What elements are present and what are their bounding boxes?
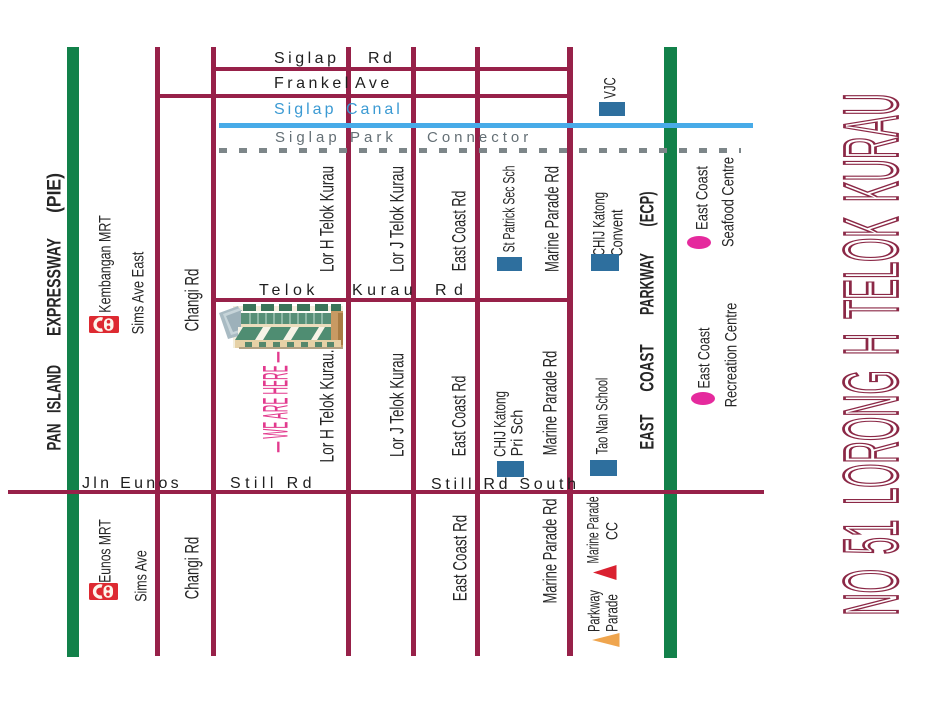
svg-text:NO 51 LORONG H TELOK KURAU: NO 51 LORONG H TELOK KURAU [829, 93, 914, 615]
